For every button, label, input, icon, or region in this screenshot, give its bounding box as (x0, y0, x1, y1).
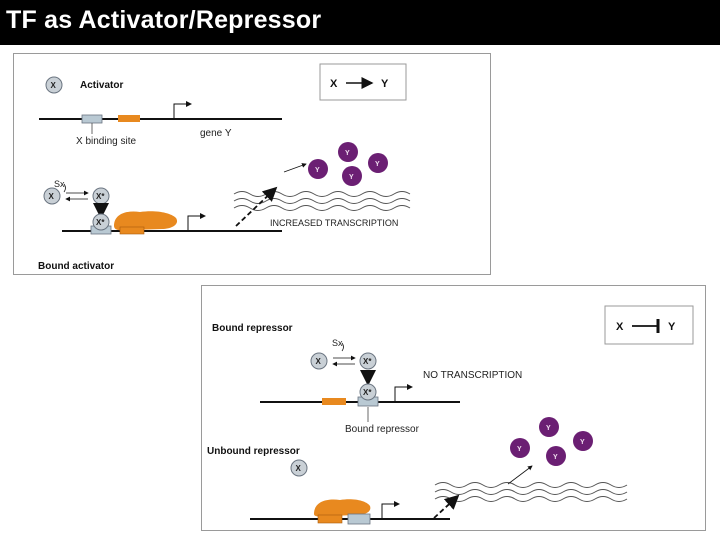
svg-text:Y: Y (546, 425, 551, 432)
gene-box (119, 226, 145, 235)
y-protein: Y (573, 431, 593, 451)
transcription-arrow (235, 186, 278, 227)
gene-box (118, 115, 140, 122)
svg-text:X: X (316, 357, 322, 366)
y-protein-cluster: Y Y Y Y (308, 142, 388, 186)
binding-site-box (347, 513, 371, 525)
x-star-molecule: X* (92, 187, 110, 205)
activator-heading: Activator (80, 80, 123, 91)
svg-text:Y: Y (580, 439, 585, 446)
svg-text:Y: Y (517, 446, 522, 453)
y-protein: Y (510, 438, 530, 458)
transcription-label: INCREASED TRANSCRIPTION (270, 218, 398, 228)
svg-text:X*: X* (363, 357, 372, 366)
y-protein: Y (546, 446, 566, 466)
svg-text:Y: Y (349, 174, 354, 181)
repressor-panel: Bound repressor X Y Sx X X* X* (201, 285, 706, 531)
legend-repression: X Y (604, 305, 694, 345)
y-protein: Y (539, 417, 559, 437)
slide-title: TF as Activator/Repressor (6, 6, 322, 34)
translation-arrow (283, 163, 307, 173)
mrna-waves (434, 482, 628, 502)
activator-diagram: X Activator X binding site gene Y X Y Y … (38, 63, 411, 272)
svg-text:Y: Y (345, 150, 350, 157)
activator-panel: X Activator X binding site gene Y X Y Y … (13, 53, 491, 275)
gene-box (322, 398, 346, 405)
svg-text:X: X (51, 81, 57, 90)
y-protein: Y (368, 153, 388, 173)
svg-text:X*: X* (96, 192, 105, 201)
rna-polymerase (314, 499, 371, 517)
svg-text:Y: Y (375, 161, 380, 168)
x-molecule: X (43, 187, 61, 205)
promoter-arrow (394, 384, 413, 402)
no-transcription-label: NO TRANSCRIPTION (423, 370, 522, 381)
bound-x-star: X* (90, 213, 112, 235)
x-star-molecule: X* (359, 352, 377, 370)
transcription-arrow (433, 494, 460, 519)
promoter-arrow (381, 501, 400, 519)
svg-text:Y: Y (668, 321, 676, 333)
svg-text:X*: X* (96, 218, 105, 227)
binding-site-box (81, 114, 103, 124)
svg-text:X: X (296, 464, 302, 473)
svg-text:X: X (49, 192, 55, 201)
signal-label: Sx (332, 338, 343, 348)
bound-x-star: X* (357, 383, 379, 407)
signal-label: Sx (54, 179, 65, 189)
translation-arrow (507, 465, 533, 485)
title-bar: TF as Activator/Repressor (0, 0, 720, 45)
bound-repressor-label: Bound repressor (345, 424, 420, 435)
promoter-arrow (187, 213, 206, 231)
svg-text:X*: X* (363, 388, 372, 397)
bound-repressor-heading: Bound repressor (212, 323, 293, 334)
y-protein: Y (308, 159, 328, 179)
mrna-waves (233, 191, 411, 211)
repressor-diagram: Bound repressor X Y Sx X X* X* (207, 305, 694, 525)
unbound-repressor-heading: Unbound repressor (207, 446, 300, 457)
gene-label: gene Y (200, 128, 232, 139)
svg-text:Y: Y (553, 454, 558, 461)
svg-text:X: X (330, 78, 338, 90)
y-protein-cluster: Y Y Y Y (510, 417, 593, 466)
binding-site-label: X binding site (76, 136, 136, 147)
legend-activation: X Y (319, 63, 407, 101)
svg-text:Y: Y (315, 167, 320, 174)
promoter-arrow (173, 101, 192, 119)
rna-polymerase (114, 211, 178, 231)
x-molecule: X (45, 76, 63, 94)
x-molecule: X (290, 459, 308, 477)
y-protein: Y (338, 142, 358, 162)
y-protein: Y (342, 166, 362, 186)
x-molecule: X (310, 352, 328, 370)
svg-text:X: X (616, 321, 624, 333)
svg-text:Y: Y (381, 78, 389, 90)
gene-box (317, 514, 343, 524)
bound-activator-label: Bound activator (38, 261, 114, 272)
